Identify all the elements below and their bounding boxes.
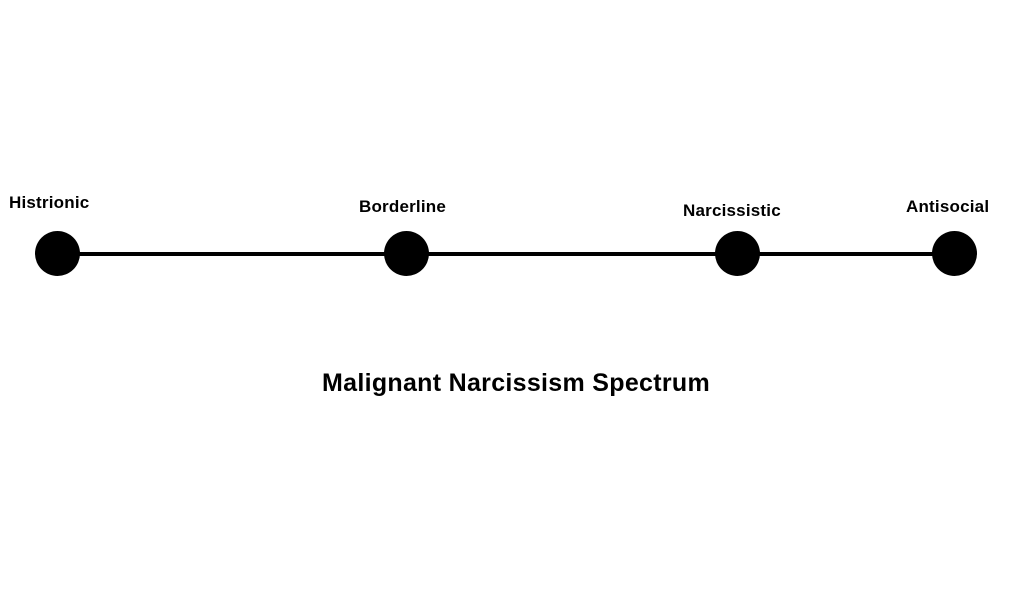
node-histrionic: [35, 231, 80, 276]
label-antisocial: Antisocial: [906, 197, 990, 216]
label-histrionic: Histrionic: [9, 193, 90, 212]
label-narcissistic: Narcissistic: [683, 201, 781, 220]
spectrum-line: [57, 252, 954, 256]
node-narcissistic: [715, 231, 760, 276]
node-borderline: [384, 231, 429, 276]
node-antisocial: [932, 231, 977, 276]
diagram-title: Malignant Narcissism Spectrum: [322, 369, 710, 397]
label-borderline: Borderline: [359, 197, 447, 216]
